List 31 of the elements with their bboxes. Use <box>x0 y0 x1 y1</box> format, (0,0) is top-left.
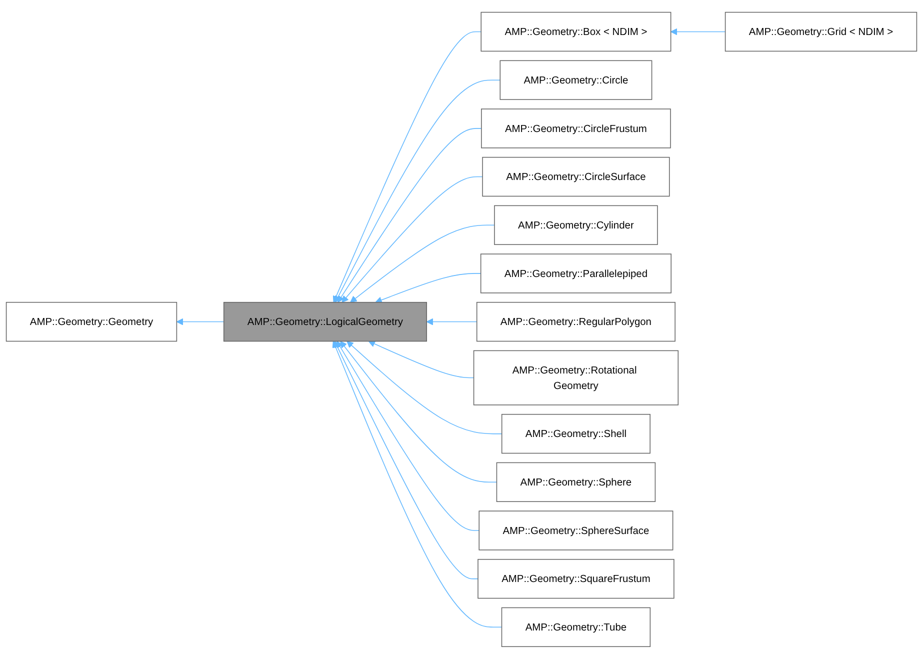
arrow <box>332 31 482 303</box>
node-box: AMP::Geometry::Grid < NDIM > <box>724 12 918 52</box>
arrow <box>350 224 495 303</box>
node-box: AMP::Geometry::Parallelepiped <box>480 254 672 294</box>
node-box: AMP::Geometry::SquareFrustum <box>478 559 674 599</box>
node-box: AMP::Geometry::Sphere <box>496 462 656 502</box>
node-box: AMP::Geometry::CircleSurface <box>482 156 670 197</box>
node-box: AMP::Geometry::RegularPolygon <box>476 302 676 342</box>
arrow <box>670 28 726 36</box>
arrow <box>426 318 478 326</box>
node-box: AMP::Geometry::LogicalGeometry <box>223 302 427 342</box>
node-box: AMP::Geometry::Cylinder <box>494 205 658 245</box>
arrow <box>346 340 502 434</box>
node-box: AMP::Geometry::CircleFrustum <box>481 108 671 148</box>
arrow <box>342 176 483 303</box>
node-box: AMP::Geometry::Geometry <box>6 302 178 342</box>
node-box: AMP::Geometry::Tube <box>501 607 651 648</box>
node-box: AMP::Geometry::Circle <box>500 60 652 100</box>
arrow <box>334 80 501 303</box>
node-box: AMP::Geometry::Shell <box>501 414 650 454</box>
node-box: AMP::Geometry::Rotational Geometry <box>473 350 679 406</box>
arrow <box>337 128 482 303</box>
arrow <box>334 340 478 580</box>
arrow <box>332 340 502 628</box>
arrow <box>340 340 498 483</box>
arrow <box>336 340 480 531</box>
node-box: AMP::Geometry::SphereSurface <box>478 510 674 550</box>
arrow <box>368 340 474 378</box>
arrow <box>375 273 482 304</box>
arrow <box>176 318 224 326</box>
node-box: AMP::Geometry::Box < NDIM > <box>480 12 672 52</box>
